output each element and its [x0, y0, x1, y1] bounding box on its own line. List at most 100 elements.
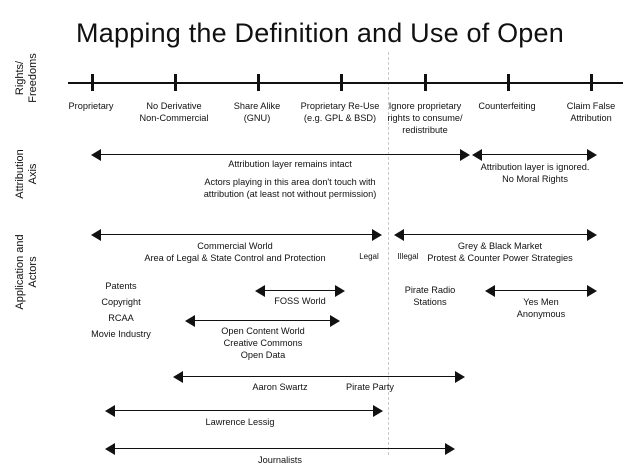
axis-caption-application: Application and Actors [14, 224, 40, 320]
rights-tick-share-alike [257, 74, 260, 91]
axis-caption-attribution: Attribution Axis [14, 138, 40, 210]
attribution-left-arrow-bar [100, 154, 462, 155]
attribution-left-note-line2: attribution (at least not without permis… [203, 189, 377, 199]
yesmen-arrow-bar [494, 290, 589, 291]
rights-label-proprietary-reuse-line1: Proprietary Re-Use [300, 101, 380, 111]
rights-tick-claim-false-attribution [590, 74, 593, 91]
journalists-label: Journalists [258, 455, 302, 465]
legal-label: Legal [359, 252, 379, 261]
legal-illegal-divider [388, 52, 389, 455]
attribution-right-label-line2: No Moral Rights [502, 174, 568, 184]
foss-arrow-head-left [255, 285, 265, 297]
attribution-right-label-line1: Attribution layer is ignored. [480, 162, 590, 172]
rights-label-claim-false-attribution: Claim False Attribution [548, 100, 634, 124]
rights-label-proprietary-reuse: Proprietary Re-Use (e.g. GPL & BSD) [286, 100, 394, 124]
rights-label-claim-false-attribution-line1: Claim False [566, 101, 616, 111]
axis-caption-rights-line1: Rights/ [14, 60, 26, 96]
yesmen-label-line1: Yes Men [523, 297, 559, 307]
commercial-world-label-line2: Area of Legal & State Control and Protec… [144, 253, 326, 263]
pirate-radio-label: Pirate Radio Stations [390, 284, 470, 308]
open-content-arrow-head-left [185, 315, 195, 327]
lessig-arrow-head-right [373, 405, 383, 417]
left-actor-copyright: Copyright [101, 297, 141, 307]
swartz-arrow-head-left [173, 371, 183, 383]
pirate-party-label: Pirate Party [346, 382, 394, 392]
page-title: Mapping the Definition and Use of Open [76, 18, 564, 48]
commercial-world-label-line1: Commercial World [197, 241, 273, 251]
yesmen-label-line2: Anonymous [516, 309, 566, 319]
commercial-arrow-head-left [91, 229, 101, 241]
rights-label-proprietary-line1: Proprietary [68, 101, 114, 111]
rights-label-no-derivative: No Derivative Non-Commercial [124, 100, 224, 124]
grey-black-market-label-line1: Grey & Black Market [457, 241, 543, 251]
left-actor-movie-industry: Movie Industry [91, 329, 151, 339]
attribution-left-note: Actors playing in this area don't touch … [160, 176, 420, 200]
attribution-right-arrow-head-left [472, 149, 482, 161]
commercial-arrow-bar [100, 234, 374, 235]
rights-label-no-derivative-line2: Non-Commercial [139, 113, 209, 123]
foss-world-label-line1: FOSS World [274, 296, 326, 306]
left-actors-list: Patents Copyright RCAA Movie Industry [58, 278, 184, 342]
rights-tick-proprietary-reuse [340, 74, 343, 91]
attribution-left-arrow-head-right [460, 149, 470, 161]
attribution-right-label: Attribution layer is ignored. No Moral R… [466, 161, 604, 185]
rights-label-ignore-rights-line2: rights to consume/ [387, 113, 463, 123]
yesmen-arrow-head-right [587, 285, 597, 297]
axis-caption-attribution-line1: Attribution [14, 149, 26, 199]
rights-label-counterfeiting-line1: Counterfeiting [478, 101, 536, 111]
rights-label-share-alike-line1: Share Alike [233, 101, 281, 111]
axis-caption-attribution-line2: Axis [27, 163, 39, 185]
open-content-arrow-head-right [330, 315, 340, 327]
journalists-arrow-bar [114, 448, 447, 449]
left-actor-rcaa: RCAA [108, 313, 134, 323]
yesmen-anonymous-label: Yes Men Anonymous [485, 296, 597, 320]
axis-caption-application-line1: Application and [14, 234, 26, 310]
commercial-world-label: Commercial World Area of Legal & State C… [110, 240, 360, 264]
grey-black-arrow-bar [403, 234, 589, 235]
attribution-right-arrow-head-right [587, 149, 597, 161]
lessig-arrow-head-left [105, 405, 115, 417]
rights-label-ignore-rights-line3: redistribute [402, 125, 448, 135]
open-content-label-line3: Open Data [240, 350, 286, 360]
axis-caption-rights-line2: Freedoms [27, 53, 39, 103]
rights-label-share-alike: Share Alike (GNU) [212, 100, 302, 124]
rights-label-claim-false-attribution-line2: Attribution [570, 113, 612, 123]
left-actor-patents: Patents [105, 281, 137, 291]
foss-arrow-bar [264, 290, 337, 291]
grey-black-arrow-head-left [394, 229, 404, 241]
yesmen-arrow-head-left [485, 285, 495, 297]
rights-label-share-alike-line2: (GNU) [243, 113, 271, 123]
open-content-label-line1: Open Content World [221, 326, 305, 336]
open-content-label-line2: Creative Commons [223, 338, 303, 348]
rights-label-ignore-rights-line1: Ignore proprietary [388, 101, 462, 111]
swartz-arrow-bar [182, 376, 457, 377]
commercial-arrow-head-right [372, 229, 382, 241]
grey-black-market-label-line2: Protest & Counter Power Strategies [427, 253, 573, 263]
rights-label-proprietary: Proprietary [46, 100, 136, 112]
journalists-arrow-head-left [105, 443, 115, 455]
attribution-left-label-line1: Attribution layer remains intact [228, 159, 352, 169]
aaron-swartz-label: Aaron Swartz [252, 382, 308, 392]
axis-caption-application-line2: Actors [27, 256, 39, 288]
foss-world-label: FOSS World [250, 295, 350, 307]
open-content-arrow-bar [194, 320, 332, 321]
rights-tick-proprietary [91, 74, 94, 91]
attribution-left-arrow-head-left [91, 149, 101, 161]
rights-label-counterfeiting: Counterfeiting [461, 100, 553, 112]
lawrence-lessig-label: Lawrence Lessig [205, 417, 275, 427]
rights-tick-ignore-rights [424, 74, 427, 91]
pirate-radio-label-line1: Pirate Radio [404, 285, 456, 295]
grey-black-market-label: Grey & Black Market Protest & Counter Po… [405, 240, 595, 264]
grey-black-arrow-head-right [587, 229, 597, 241]
journalists-arrow-head-right [445, 443, 455, 455]
rights-axis-line [68, 82, 623, 84]
pirate-radio-label-line2: Stations [413, 297, 447, 307]
axis-caption-rights: Rights/ Freedoms [14, 48, 40, 108]
attribution-left-label: Attribution layer remains intact [160, 158, 420, 170]
rights-label-ignore-rights: Ignore proprietary rights to consume/ re… [377, 100, 473, 136]
attribution-right-arrow-bar [481, 154, 589, 155]
swartz-arrow-head-right [455, 371, 465, 383]
rights-label-no-derivative-line1: No Derivative [146, 101, 202, 111]
attribution-left-note-line1: Actors playing in this area don't touch … [204, 177, 376, 187]
